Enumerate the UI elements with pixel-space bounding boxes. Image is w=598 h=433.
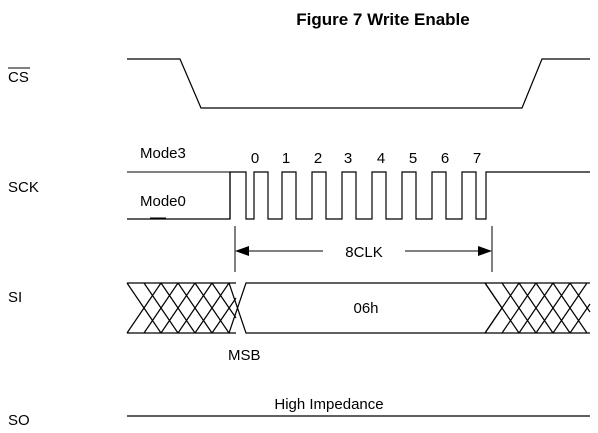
clock-number-3: 3	[344, 150, 352, 167]
si-dont-care-left	[126, 282, 237, 334]
si-signal-label: SI	[8, 289, 22, 306]
cs-waveform	[127, 58, 590, 109]
clock-number-5: 5	[409, 150, 417, 167]
msb-label: MSB	[228, 347, 261, 364]
figure-title: Figure 7 Write Enable	[296, 10, 470, 29]
so-signal-label: SO	[8, 412, 30, 429]
si-opcode-label: 06h	[353, 300, 378, 317]
mode0-label: Mode0	[140, 193, 186, 210]
clock-number-0: 0	[251, 150, 259, 167]
clock-number-4: 4	[377, 150, 385, 167]
clk-count-label: 8CLK	[345, 244, 383, 261]
sck-signal-label: SCK	[8, 179, 39, 196]
mode3-label: Mode3	[140, 145, 186, 162]
clock-number-2: 2	[314, 150, 322, 167]
si-dont-care-right	[484, 282, 591, 334]
clock-number-7: 7	[473, 150, 481, 167]
so-state-label: High Impedance	[274, 396, 383, 413]
clock-number-6: 6	[441, 150, 449, 167]
sck-waveform	[127, 171, 590, 220]
cs-signal-label: CS	[8, 69, 29, 86]
clock-number-1: 1	[282, 150, 290, 167]
